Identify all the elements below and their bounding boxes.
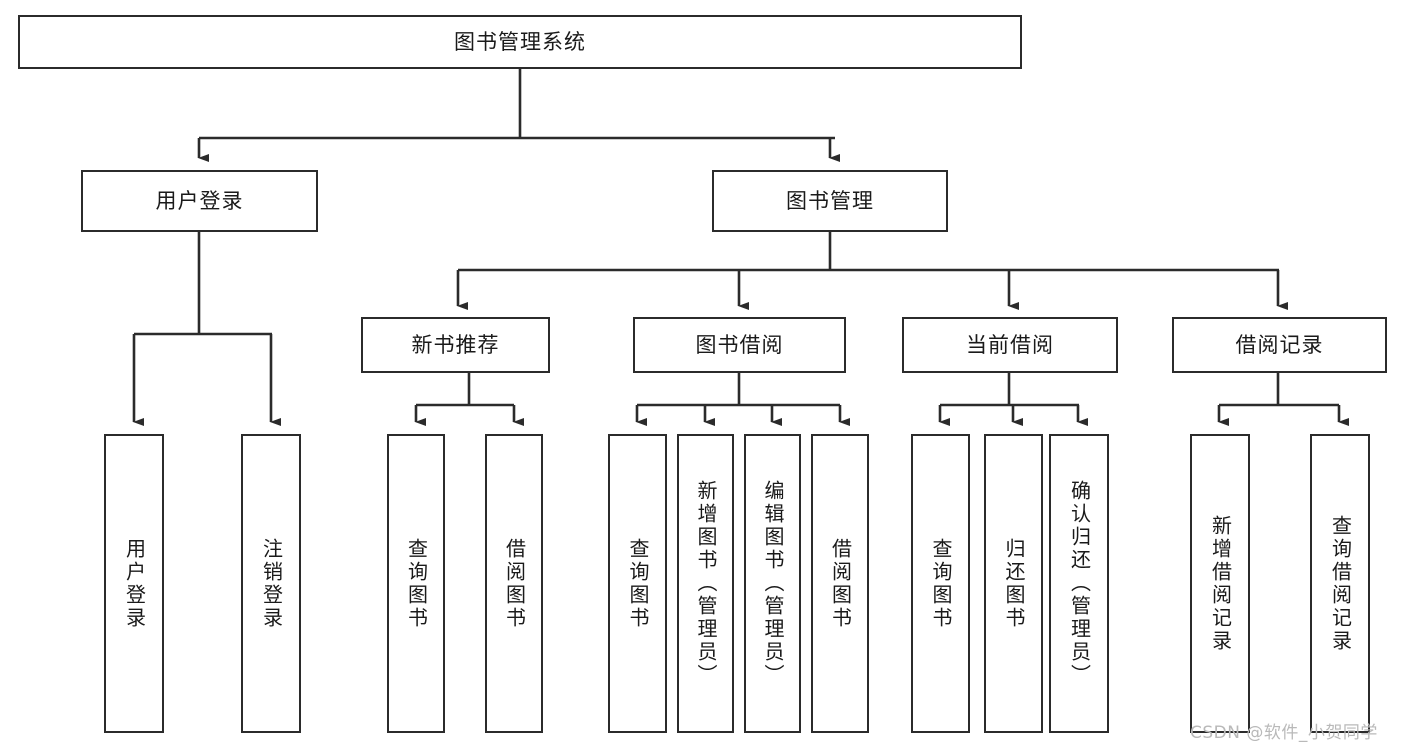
node-leaf-add-record-label: 新增借阅记录	[1208, 514, 1233, 653]
node-leaf-borrow-book-2-label: 借阅图书	[828, 537, 853, 630]
node-leaf-return-book-label: 归还图书	[1002, 537, 1026, 630]
node-leaf-borrow-book-2[interactable]: 借阅图书	[811, 434, 869, 733]
node-leaf-add-record[interactable]: 新增借阅记录	[1190, 434, 1250, 733]
node-leaf-add-book[interactable]: 新增图书（管理员）	[677, 434, 734, 733]
node-book-borrow-label: 图书借阅	[695, 332, 784, 357]
node-new-book-rec-label: 新书推荐	[411, 332, 500, 357]
node-leaf-return-book[interactable]: 归还图书	[984, 434, 1043, 733]
node-leaf-confirm-return[interactable]: 确认归还（管理员）	[1049, 434, 1109, 733]
node-leaf-user-login[interactable]: 用户登录	[104, 434, 164, 733]
node-leaf-query-book-2-label: 查询图书	[626, 537, 650, 630]
node-current-borrow-label: 当前借阅	[966, 332, 1054, 357]
node-leaf-query-book-1[interactable]: 查询图书	[387, 434, 445, 733]
node-root[interactable]: 图书管理系统	[18, 15, 1022, 69]
node-new-book-rec[interactable]: 新书推荐	[361, 317, 550, 373]
node-leaf-query-book-1-label: 查询图书	[404, 537, 429, 630]
node-leaf-add-book-label: 新增图书（管理员）	[694, 480, 718, 687]
node-borrow-record-label: 借阅记录	[1235, 332, 1324, 357]
node-leaf-borrow-book-1[interactable]: 借阅图书	[485, 434, 543, 733]
node-user-login-label: 用户登录	[155, 188, 244, 213]
node-leaf-query-record[interactable]: 查询借阅记录	[1310, 434, 1370, 733]
node-leaf-user-login-label: 用户登录	[122, 537, 147, 630]
node-borrow-record[interactable]: 借阅记录	[1172, 317, 1387, 373]
node-leaf-query-book-2[interactable]: 查询图书	[608, 434, 667, 733]
node-root-label: 图书管理系统	[454, 29, 586, 54]
node-leaf-confirm-return-label: 确认归还（管理员）	[1067, 480, 1092, 687]
node-leaf-query-book-3[interactable]: 查询图书	[911, 434, 970, 733]
node-leaf-borrow-book-1-label: 借阅图书	[502, 537, 527, 630]
node-book-borrow[interactable]: 图书借阅	[633, 317, 846, 373]
node-leaf-edit-book-label: 编辑图书（管理员）	[761, 480, 785, 687]
node-current-borrow[interactable]: 当前借阅	[902, 317, 1118, 373]
node-book-manage-label: 图书管理	[786, 188, 874, 213]
node-leaf-edit-book[interactable]: 编辑图书（管理员）	[744, 434, 801, 733]
node-leaf-logout-label: 注销登录	[259, 537, 284, 630]
node-leaf-query-record-label: 查询借阅记录	[1328, 514, 1353, 653]
node-user-login[interactable]: 用户登录	[81, 170, 318, 232]
node-leaf-logout[interactable]: 注销登录	[241, 434, 301, 733]
node-book-manage[interactable]: 图书管理	[712, 170, 948, 232]
csdn-watermark: CSDN @软件_小贺同学	[1190, 723, 1378, 743]
node-leaf-query-book-3-label: 查询图书	[929, 537, 953, 630]
